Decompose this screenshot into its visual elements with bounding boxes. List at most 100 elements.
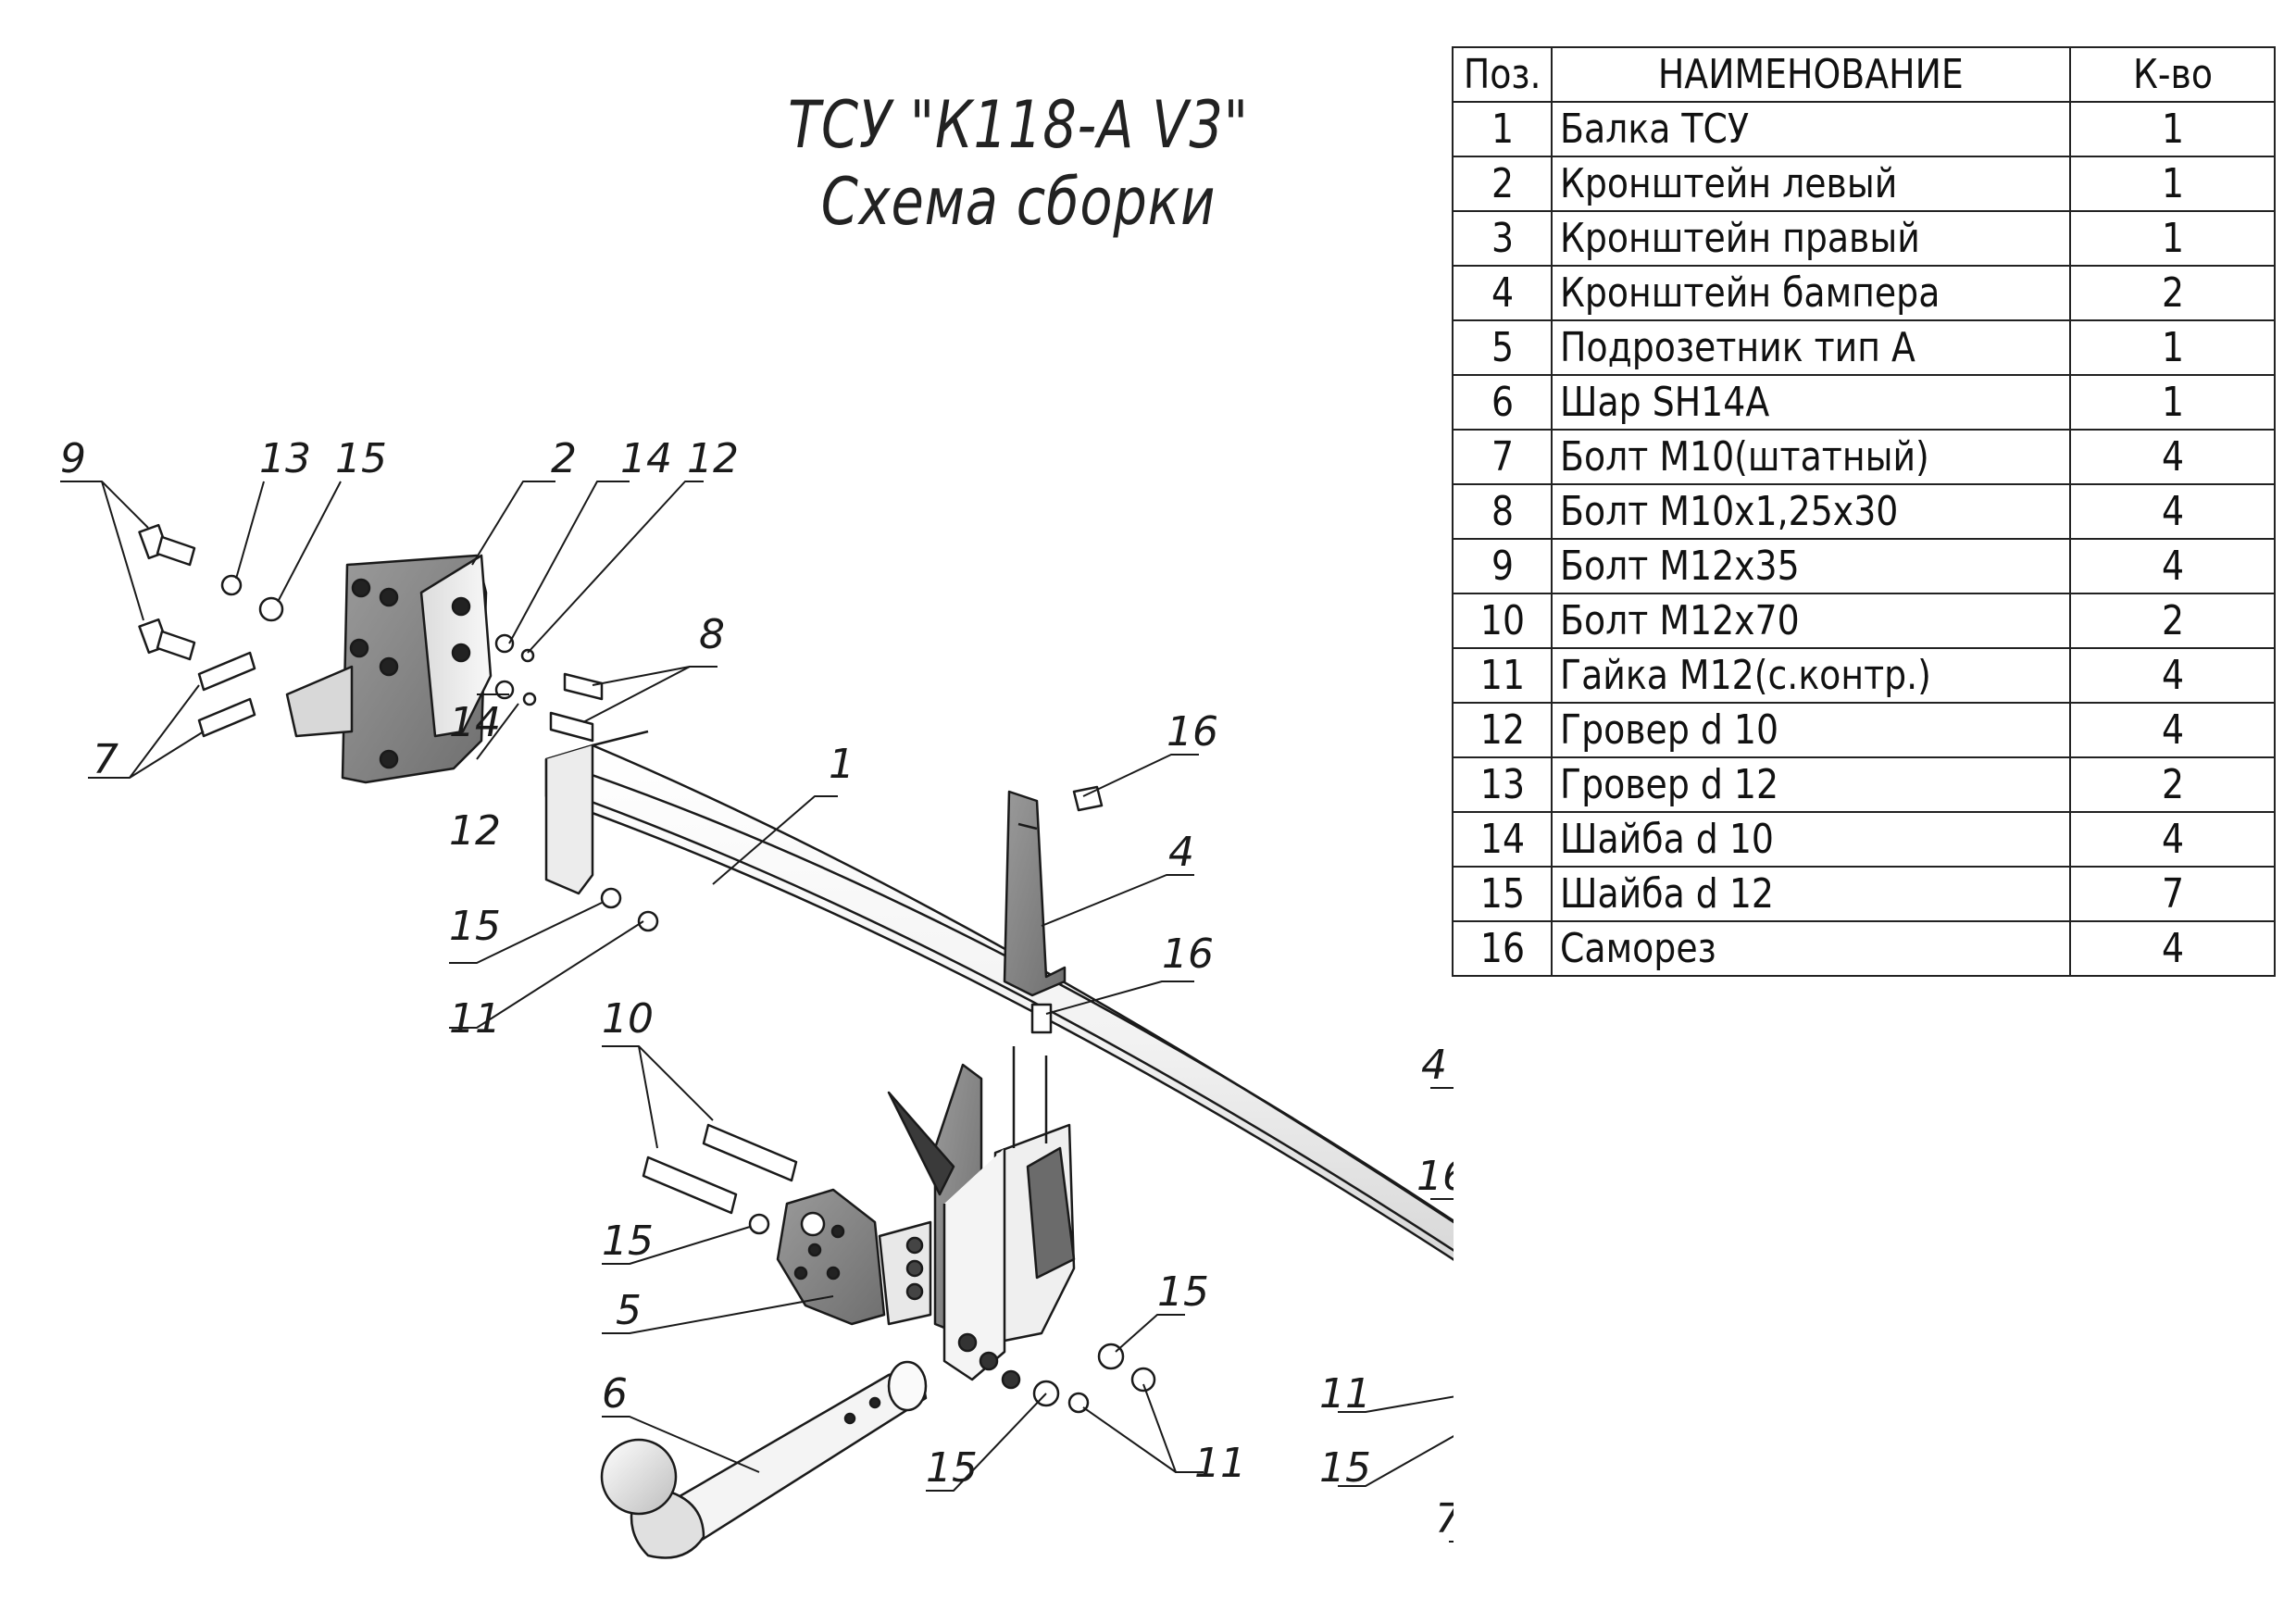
parts-cell-qty: 4 (2069, 647, 2276, 704)
callout-7-right: 7 (1435, 1495, 1454, 1543)
callout-15-right-beam: 15 (1319, 1444, 1371, 1492)
parts-cell-name: Шайба d 10 (1551, 811, 2071, 868)
callout-15-beam: 15 (449, 903, 501, 950)
parts-cell-qty: 4 (2069, 429, 2276, 485)
beam-part (544, 730, 1454, 1261)
fasteners (138, 523, 1156, 1414)
tow-ball-part (600, 1360, 928, 1559)
parts-cell-name: Балка ТСУ (1551, 101, 2071, 157)
callout-4-right: 4 (1421, 1042, 1447, 1089)
parts-cell-qty: 4 (2069, 483, 2276, 540)
parts-cell-name: Болт М10(штатный) (1551, 429, 2071, 485)
parts-cell-qty: 2 (2069, 265, 2276, 321)
parts-cell-pos: 8 (1452, 483, 1553, 540)
parts-cell-pos: 16 (1452, 920, 1553, 977)
parts-cell-name: Кронштейн левый (1551, 156, 2071, 212)
parts-cell-qty: 7 (2069, 866, 2276, 922)
callout-11-mount: 11 (1194, 1440, 1246, 1487)
callout-14-left-bottom: 14 (449, 699, 501, 746)
left-bracket-part (285, 554, 493, 784)
parts-cell-qty: 1 (2069, 101, 2276, 157)
parts-cell-qty: 4 (2069, 538, 2276, 594)
parts-cell-pos: 7 (1452, 429, 1553, 485)
hitch-mount-plates (887, 1046, 1076, 1390)
callout-7-left: 7 (93, 736, 119, 783)
parts-cell-qty: 1 (2069, 156, 2276, 212)
header-name: НАИМЕНОВАНИЕ (1551, 46, 2071, 103)
leader-lines (60, 481, 1454, 1543)
parts-cell-pos: 5 (1452, 319, 1553, 376)
parts-cell-qty: 2 (2069, 593, 2276, 649)
parts-cell-pos: 13 (1452, 756, 1553, 813)
parts-cell-pos: 12 (1452, 702, 1553, 758)
parts-cell-name: Кронштейн правый (1551, 210, 2071, 267)
parts-cell-qty: 1 (2069, 374, 2276, 431)
callout-8-left: 8 (699, 611, 725, 658)
parts-cell-name: Болт М10х1,25х30 (1551, 483, 2071, 540)
header-pos: Поз. (1452, 46, 1553, 103)
callout-15-left: 15 (335, 435, 387, 482)
parts-cell-qty: 2 (2069, 756, 2276, 813)
parts-cell-pos: 9 (1452, 538, 1553, 594)
callout-9-left: 9 (60, 435, 86, 482)
callout-4-left: 4 (1168, 829, 1194, 876)
parts-cell-name: Гровер d 12 (1551, 756, 2071, 813)
callout-12-left-bottom: 12 (449, 807, 501, 855)
parts-cell-qty: 4 (2069, 920, 2276, 977)
parts-cell-name: Шайба d 12 (1551, 866, 2071, 922)
parts-cell-pos: 2 (1452, 156, 1553, 212)
drawing-subtitle: Схема сборки (820, 164, 1217, 240)
bumper-bracket-left-part (1003, 790, 1067, 997)
parts-cell-qty: 4 (2069, 811, 2276, 868)
callout-16-top: 16 (1167, 708, 1218, 756)
callout-10: 10 (602, 995, 654, 1043)
parts-cell-pos: 1 (1452, 101, 1553, 157)
callout-11-beam: 11 (449, 995, 501, 1043)
header-qty: К-во (2069, 46, 2276, 103)
callout-16-right-mid: 16 (1416, 1153, 1454, 1200)
parts-cell-name: Кронштейн бампера (1551, 265, 2071, 321)
parts-cell-pos: 10 (1452, 593, 1553, 649)
parts-cell-name: Саморез (1551, 920, 2071, 977)
parts-cell-qty: 1 (2069, 210, 2276, 267)
callout-2: 2 (551, 435, 577, 482)
parts-cell-qty: 1 (2069, 319, 2276, 376)
parts-cell-name: Болт М12х70 (1551, 593, 2071, 649)
parts-table-header: Поз. НАИМЕНОВАНИЕ К-во (1452, 46, 2276, 103)
drawing-title: ТСУ "К118-А V3" (788, 87, 1249, 163)
parts-cell-name: Шар SH14A (1551, 374, 2071, 431)
socket-plate-part (776, 1188, 932, 1326)
parts-cell-pos: 11 (1452, 647, 1553, 704)
callout-14-left-top: 14 (620, 435, 672, 482)
callout-16-mid: 16 (1162, 931, 1214, 978)
callout-13-left: 13 (259, 435, 311, 482)
parts-cell-qty: 4 (2069, 702, 2276, 758)
parts-cell-name: Подрозетник тип А (1551, 319, 2071, 376)
callout-15-socket: 15 (602, 1218, 654, 1265)
callout-6: 6 (602, 1370, 628, 1418)
parts-cell-name: Гайка М12(с.контр.) (1551, 647, 2071, 704)
parts-cell-pos: 3 (1452, 210, 1553, 267)
parts-cell-name: Гровер d 10 (1551, 702, 2071, 758)
callout-12-left-top: 12 (687, 435, 739, 482)
callout-15-mount-bottom: 15 (926, 1444, 978, 1492)
callout-11-right: 11 (1319, 1370, 1371, 1418)
callout-5: 5 (616, 1287, 642, 1334)
